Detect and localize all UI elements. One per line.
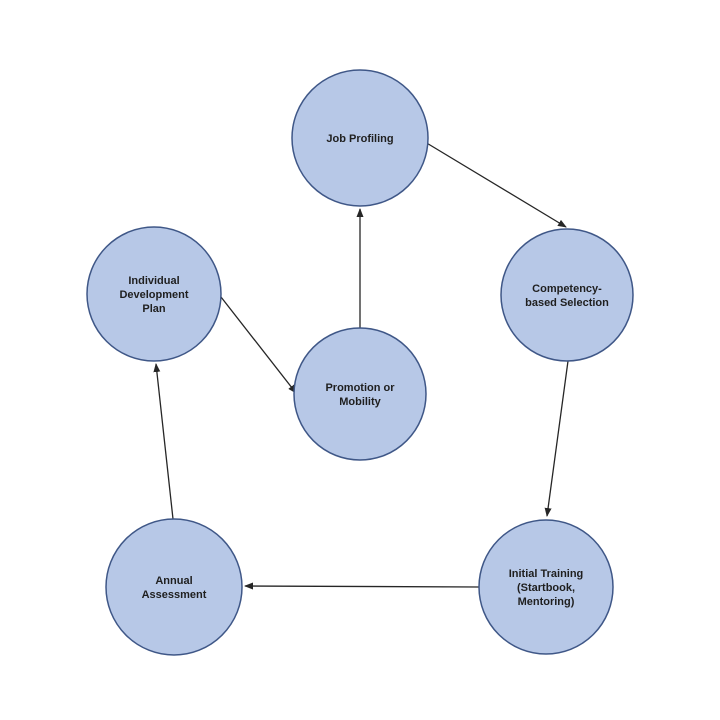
node-label-line: based Selection: [525, 297, 609, 309]
node-label-line: Plan: [142, 303, 166, 315]
node-circle-individual-development-plan: [86, 226, 222, 362]
node-label-line: Development: [119, 289, 188, 301]
node-label-line: Mobility: [339, 396, 381, 408]
node-label-competency-based-selection: Competency-based Selection: [525, 283, 609, 309]
arrow-individual-development-plan-to-promotion-or-mobility: [220, 296, 297, 394]
node-label-line: Initial Training: [509, 568, 584, 580]
node-label-line: Assessment: [142, 589, 207, 601]
node-label-line: (Startbook,: [517, 582, 575, 594]
node-circle-annual-assessment: [105, 518, 243, 656]
node-label-line: Competency-: [532, 283, 602, 295]
node-job-profiling: Job Profiling: [291, 69, 429, 207]
node-label-promotion-or-mobility: Promotion or Mobility: [325, 382, 395, 408]
node-circle-competency-based-selection: [500, 228, 634, 362]
arrow-initial-training-to-annual-assessment: [244, 582, 480, 590]
node-initial-training: Initial Training (Startbook, Mentoring): [478, 519, 614, 655]
node-competency-based-selection: Competency-based Selection: [500, 228, 634, 362]
arrow-annual-assessment-to-individual-development-plan: [153, 363, 174, 520]
node-label-line: Individual: [128, 275, 179, 287]
arrow-job-profiling-to-competency-based-selection: [424, 141, 567, 228]
node-circle-job-profiling: [291, 69, 429, 207]
node-label-job-profiling: Job Profiling: [326, 133, 393, 145]
node-label-line: Mentoring): [518, 596, 575, 608]
node-label-line: Annual: [155, 575, 192, 587]
arrow-competency-based-selection-to-initial-training: [544, 360, 569, 517]
node-promotion-or-mobility: Promotion or Mobility: [293, 327, 427, 461]
node-circle-initial-training: [478, 519, 614, 655]
node-label-line: Promotion or: [325, 382, 395, 394]
node-label-initial-training: Initial Training (Startbook, Mentoring): [509, 568, 584, 608]
node-label-line: Job Profiling: [326, 133, 393, 145]
node-circle-promotion-or-mobility: [293, 327, 427, 461]
